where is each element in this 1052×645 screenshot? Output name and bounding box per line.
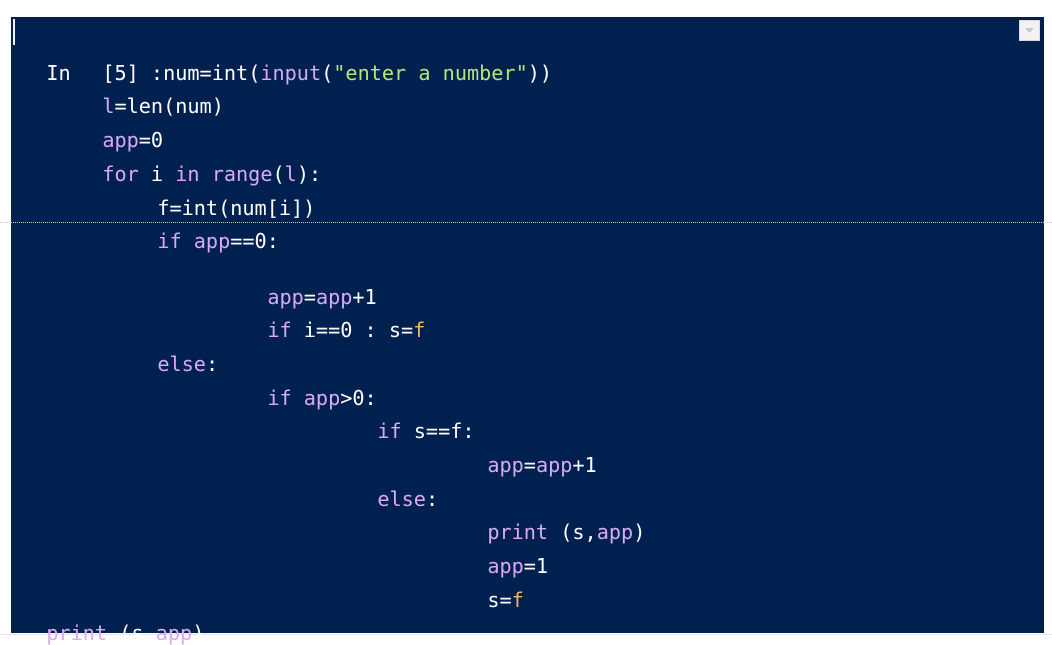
code-token: s==f: [401, 419, 475, 443]
code-token: ==0: [230, 229, 279, 253]
code-token: app [267, 285, 304, 309]
code-token: num= [163, 61, 212, 85]
code-token: ): [296, 162, 322, 186]
code-token: ( [321, 61, 334, 85]
code-token: int [211, 61, 249, 85]
code-token: )) [527, 61, 553, 85]
keyword: else [377, 487, 426, 511]
code-token: : [205, 352, 219, 376]
code-token: >0: [340, 386, 377, 410]
chevron-down-icon [1025, 28, 1034, 33]
keyword: for [102, 162, 139, 186]
code-cell[interactable] [11, 17, 1044, 633]
code-token: print [487, 520, 549, 544]
code-token: +1 [572, 453, 597, 477]
code-token: ( [248, 61, 261, 85]
code-token: i [138, 162, 176, 186]
code-token: l [284, 162, 297, 186]
code-line[interactable]: app=0 [78, 95, 163, 152]
code-token: app [155, 621, 193, 645]
code-line[interactable]: if s==f: [353, 386, 474, 443]
code-token: app [596, 520, 634, 544]
code-token: +1 [352, 285, 377, 309]
code-line[interactable]: l=len(num) [78, 61, 224, 118]
code-line[interactable]: if app>0: [243, 353, 376, 410]
cell-bottom-border [0, 634, 1052, 635]
code-line[interactable]: s=f [463, 555, 523, 612]
code-token: app [487, 453, 524, 477]
code-token: (s, [107, 621, 156, 645]
code-line[interactable]: f=int(num[i]) [133, 163, 315, 220]
cell-split-divider [0, 222, 1052, 223]
code-token: range [211, 162, 273, 186]
code-line[interactable]: app=app+1 [243, 252, 376, 309]
code-token: app [303, 386, 341, 410]
code-token: =0 [138, 128, 164, 152]
code-token: f [511, 588, 524, 612]
code-token: ) [192, 621, 205, 645]
code-token: (num[i]) [218, 196, 316, 220]
keyword: in [175, 162, 200, 186]
code-line[interactable]: print (s,app) [22, 588, 204, 645]
code-token: app [487, 554, 524, 578]
code-token: i==0 : s= [291, 318, 414, 342]
text-cursor [13, 19, 15, 45]
keyword: else [157, 352, 206, 376]
code-line[interactable]: app=1 [463, 521, 548, 578]
code-token: = [303, 285, 316, 309]
code-token: app [315, 285, 353, 309]
code-line[interactable]: print (s,app) [463, 487, 645, 544]
code-token: s= [487, 588, 512, 612]
code-line[interactable]: In [22, 28, 70, 85]
code-token: f= [157, 196, 182, 220]
code-token [292, 386, 304, 410]
code-token: input [260, 61, 322, 85]
code-token: (s, [548, 520, 597, 544]
code-token: (num) [163, 94, 224, 118]
code-line[interactable]: if i==0 : s=f [243, 285, 425, 342]
code-token: app [193, 229, 231, 253]
prompt-number: [5] : [102, 61, 164, 85]
code-token: : [425, 487, 439, 511]
code-token: l [102, 94, 115, 118]
code-token: int [181, 196, 219, 220]
code-token: = [523, 453, 536, 477]
code-token: = [114, 94, 127, 118]
code-token: app [535, 453, 573, 477]
code-token: len [126, 94, 164, 118]
keyword: if [267, 386, 292, 410]
code-line[interactable]: else: [353, 454, 438, 511]
code-line[interactable]: app=app+1 [463, 420, 596, 477]
code-token: =1 [523, 554, 549, 578]
prompt-label: In [46, 61, 71, 85]
code-token: f [413, 318, 426, 342]
keyword: if [157, 229, 182, 253]
code-token: app [102, 128, 139, 152]
code-token: ( [272, 162, 285, 186]
string-literal: "enter a number" [333, 61, 528, 85]
keyword: if [267, 318, 292, 342]
code-line[interactable]: if app==0: [133, 196, 279, 253]
code-token [182, 229, 194, 253]
code-line[interactable]: [5] :num=int(input("enter a number")) [78, 28, 552, 85]
collapse-button[interactable] [1019, 20, 1040, 41]
keyword: if [377, 419, 402, 443]
code-token: print [46, 621, 108, 645]
code-line[interactable]: else: [133, 319, 218, 376]
code-token: ) [633, 520, 646, 544]
code-line[interactable]: for i in range(l): [78, 129, 321, 186]
